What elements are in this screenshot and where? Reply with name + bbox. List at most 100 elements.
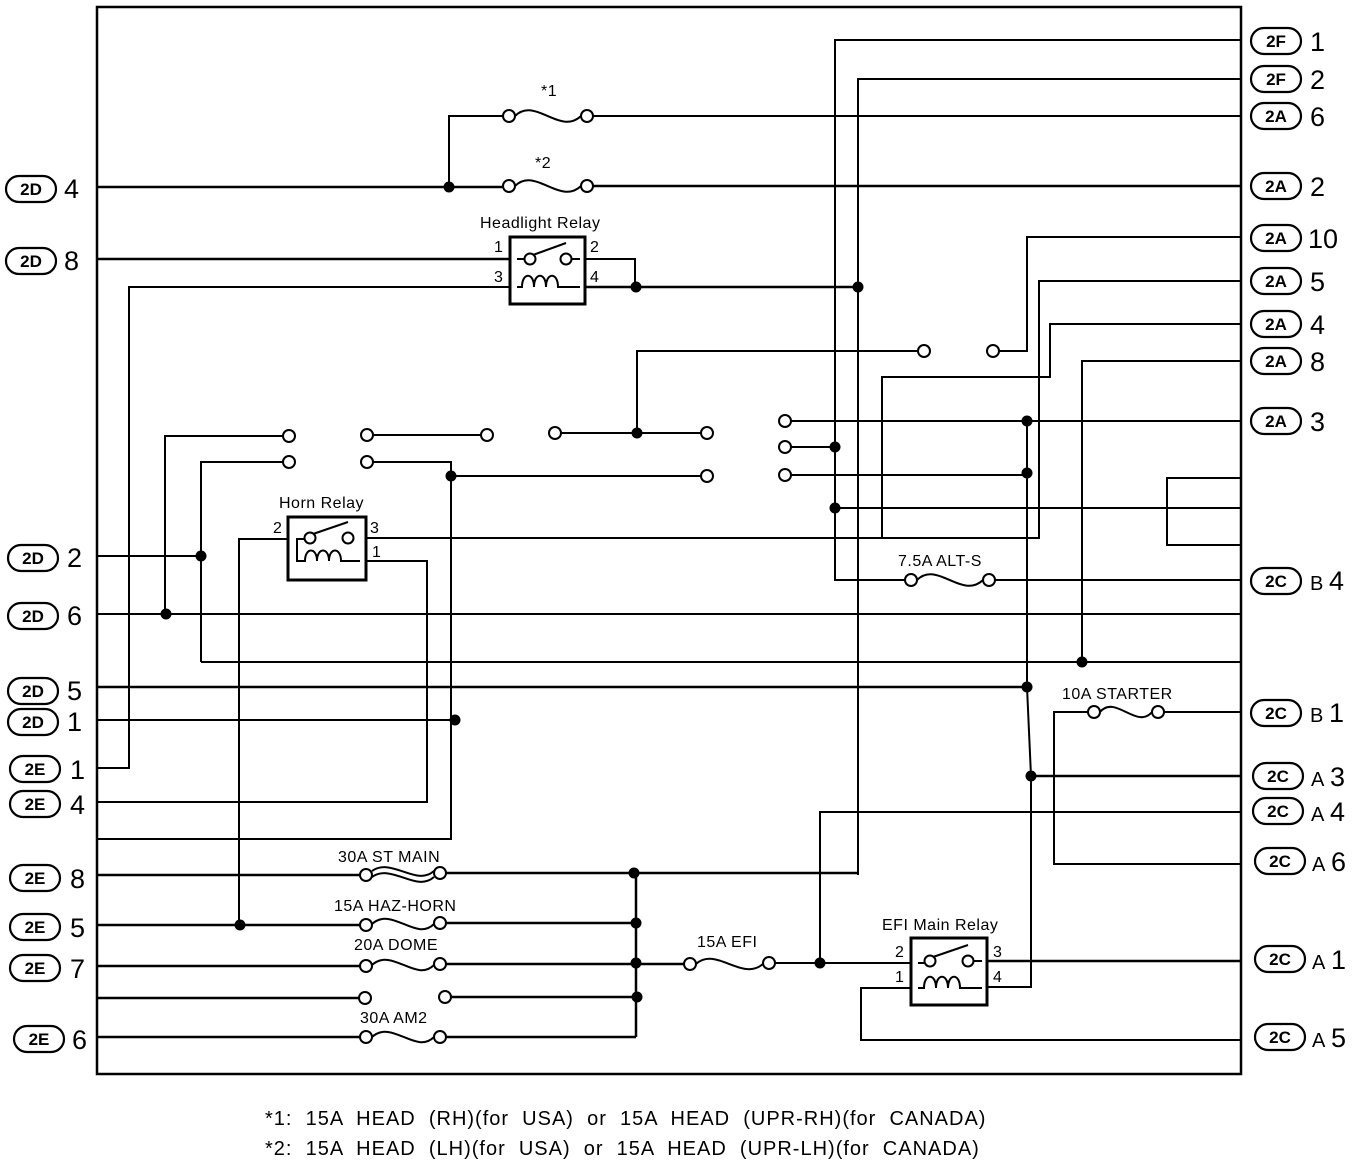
fuse-dome-label: 20A DOME [354, 937, 438, 954]
fuse-alt-s-label: 7.5A ALT-S [898, 553, 982, 570]
connector-id: 2E [25, 918, 46, 937]
connector-id: 2C [1265, 572, 1287, 591]
footnote-2: *2: 15A HEAD (LH)(for USA) or 15A HEAD (… [265, 1138, 980, 1160]
horn-relay-pin-1: 1 [372, 544, 381, 561]
efi-main-relay-pin-1: 1 [895, 969, 904, 986]
connector-pin: 3 [1330, 762, 1345, 792]
fuse-efi-label: 15A EFI [697, 934, 757, 951]
connector-id: 2E [25, 869, 46, 888]
junction-block-frame [95, 5, 1243, 1076]
fuse-starter-label: 10A STARTER [1062, 686, 1173, 703]
connector-sub: A [1312, 952, 1326, 974]
connector-sub: A [1312, 854, 1326, 876]
efi-main-relay-pin-2: 2 [895, 944, 904, 961]
connector-id: 2C [1269, 1028, 1291, 1047]
connector-right-2a-2: 2A 2 [1249, 171, 1325, 202]
wires [97, 39, 1241, 1041]
connector-left-2d-2: 2D 2 [6, 543, 82, 573]
fuse-head-2-label: *2 [535, 155, 551, 172]
wiring-diagram: *1 *2 7.5A ALT-S 10A STARTER 30A ST MAIN… [4, 5, 1346, 1076]
connector-right-2a-8: 2A 8 [1249, 346, 1325, 377]
connector-id: 2A [1265, 412, 1287, 431]
connector-pin: 4 [1330, 797, 1345, 827]
connector-right-2a-3: 2A 3 [1249, 406, 1325, 437]
connector-pin: 1 [67, 707, 82, 737]
efi-main-relay: EFI Main Relay 2 3 1 4 [882, 917, 1002, 1007]
connectors-right: 2F 1 2F 2 2A 6 2A 2 2A 10 2A 5 [1249, 26, 1346, 1053]
connector-left-2d-1: 2D 1 [6, 707, 82, 737]
horn-relay-title: Horn Relay [279, 495, 364, 512]
connector-pin: 8 [70, 864, 85, 894]
connector-id: 2C [1269, 852, 1291, 871]
connector-id: 2E [25, 959, 46, 978]
connector-pin: 2 [1310, 172, 1325, 202]
connector-id: 2D [22, 549, 44, 568]
efi-main-relay-title: EFI Main Relay [882, 917, 998, 934]
connector-sub: B [1310, 573, 1323, 595]
connector-right-2c-a6: 2C A 6 [1253, 846, 1346, 877]
connector-pin: 7 [70, 954, 85, 984]
connector-pin: 1 [70, 755, 85, 785]
headlight-relay: Headlight Relay 1 2 3 4 [480, 215, 600, 306]
connector-pin: 8 [64, 246, 79, 276]
connector-left-2e-4: 2E 4 [8, 789, 85, 820]
connector-pin: 2 [1310, 65, 1325, 95]
connector-pin: 10 [1308, 224, 1338, 254]
connector-id: 2F [1266, 32, 1286, 51]
horn-relay-pin-3: 3 [370, 520, 379, 537]
connector-id: 2D [22, 682, 44, 701]
connector-pin: 2 [67, 543, 82, 573]
connector-id: 2D [20, 180, 42, 199]
headlight-relay-pin-2: 2 [590, 239, 599, 256]
junction-dots [160, 181, 1088, 1003]
connector-id: 2C [1269, 950, 1291, 969]
connector-id: 2D [22, 713, 44, 732]
connector-pin: 1 [1329, 698, 1344, 728]
connector-left-2d-4: 2D 4 [4, 174, 79, 204]
connector-left-2d-8: 2D 8 [4, 246, 79, 276]
connector-id: 2D [20, 252, 42, 271]
fuse-head-2: *2 [502, 155, 594, 193]
connector-pin: 6 [67, 601, 82, 631]
connector-right-2c-a1: 2C A 1 [1253, 944, 1346, 975]
connector-right-2f-1: 2F 1 [1249, 26, 1325, 57]
connector-pin: 8 [1310, 347, 1325, 377]
connector-pin: 3 [1310, 407, 1325, 437]
fuse-alt-s: 7.5A ALT-S [898, 553, 996, 587]
fuse-am2-label: 30A AM2 [360, 1010, 428, 1027]
horn-relay-pin-2: 2 [273, 520, 282, 537]
fuse-head-1: *1 [502, 83, 594, 123]
connector-id: 2C [1267, 767, 1289, 786]
horn-relay: Horn Relay 2 3 1 [273, 495, 381, 582]
connector-left-2e-7: 2E 7 [8, 953, 85, 984]
connector-right-2f-2: 2F 2 [1249, 64, 1325, 95]
connector-left-2d-6: 2D 6 [6, 601, 82, 631]
connector-right-2c-a4: 2C A 4 [1251, 796, 1345, 827]
connector-pin: 4 [70, 790, 85, 820]
connector-pin: 5 [1331, 1023, 1346, 1053]
fuse-head-1-label: *1 [541, 83, 557, 100]
connector-id: 2C [1265, 704, 1287, 723]
connector-pin: 5 [70, 913, 85, 943]
connector-left-2e-6: 2E 6 [12, 1024, 87, 1055]
connector-pin: 1 [1331, 945, 1346, 975]
connector-pin: 6 [1331, 847, 1346, 877]
connectors-left: 2D 4 2D 8 2D 2 2D 6 2D 5 2D 1 [4, 174, 87, 1055]
connector-right-2a-4: 2A 4 [1249, 309, 1325, 340]
connector-id: 2E [29, 1030, 50, 1049]
fuse-dome: 20A DOME [354, 937, 447, 973]
connector-sub: A [1311, 804, 1325, 826]
connector-sub: B [1310, 705, 1323, 727]
connector-id: 2A [1265, 315, 1287, 334]
connector-pin: 5 [67, 676, 82, 706]
fuse-haz-horn: 15A HAZ-HORN [334, 898, 456, 932]
fuse-st-main: 30A ST MAIN [338, 849, 447, 883]
switch-terminals [282, 344, 1000, 1005]
headlight-relay-pin-4: 4 [590, 269, 599, 286]
connector-pin: 6 [1310, 102, 1325, 132]
connector-id: 2D [22, 607, 44, 626]
footnote-1: *1: 15A HEAD (RH)(for USA) or 15A HEAD (… [265, 1108, 987, 1130]
connector-id: 2E [25, 760, 46, 779]
connector-id: 2A [1265, 352, 1287, 371]
connector-id: 2E [25, 795, 46, 814]
